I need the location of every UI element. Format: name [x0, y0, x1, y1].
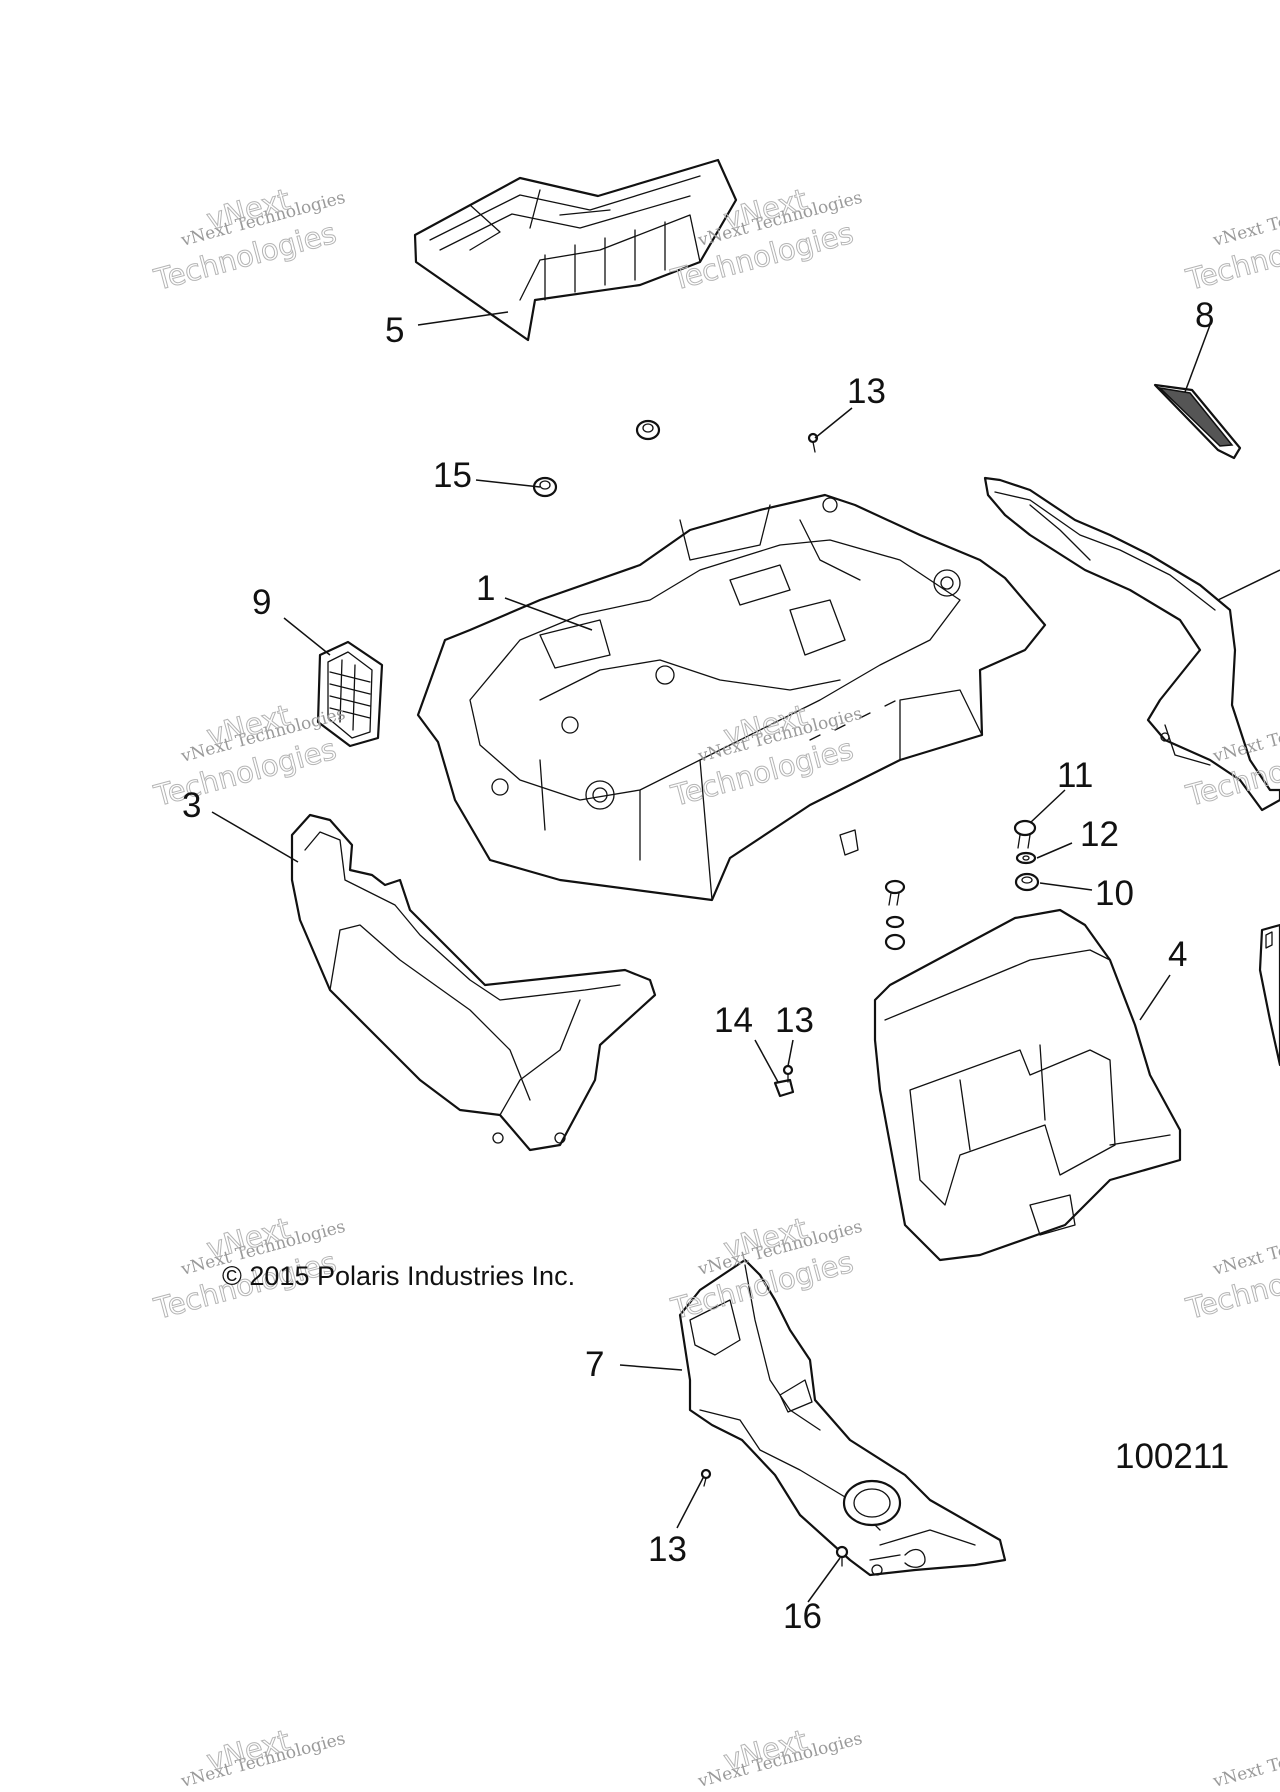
part-right-edge-partial: [1258, 923, 1280, 1067]
callout-7: 7: [585, 1345, 604, 1384]
callout-5: 5: [385, 311, 404, 350]
callout-15: 15: [433, 456, 472, 495]
grommet-15a: [635, 419, 661, 441]
copyright-text: © 2015 Polaris Industries Inc.: [222, 1261, 575, 1291]
watermark-12: vNext Technologies: [1210, 1729, 1280, 1792]
clip-set-left: [884, 879, 906, 951]
callout-13-bottom: 13: [648, 1530, 687, 1569]
part-8-clip: [1153, 383, 1242, 460]
screw-13-top: [807, 432, 819, 453]
callout-11: 11: [1057, 756, 1093, 795]
callout-3: 3: [182, 786, 201, 825]
part-5-tray: [413, 158, 738, 342]
figure-number: 100211: [1115, 1437, 1229, 1476]
clip-11: [1013, 819, 1037, 849]
part-right-fender: [983, 476, 1280, 812]
callout-12: 12: [1080, 815, 1119, 854]
part-1-main-tub: [416, 493, 1047, 902]
callout-16: 16: [783, 1597, 822, 1636]
svg-text:vNext Technologies: vNext Technologies: [1210, 1729, 1280, 1792]
screw-16: [835, 1545, 849, 1567]
callout-13-top: 13: [847, 372, 886, 411]
callout-1: 1: [476, 569, 495, 608]
part-7-bracket: [678, 1258, 1007, 1577]
part-4-floor-panel: [873, 908, 1182, 1262]
callout-13-mid: 13: [775, 1001, 814, 1040]
callout-8: 8: [1195, 296, 1214, 335]
clip-14: [773, 1078, 795, 1098]
nut-10: [1014, 872, 1040, 892]
part-3-side-panel: [290, 813, 657, 1152]
callout-10: 10: [1095, 874, 1134, 913]
washer-12: [1015, 851, 1037, 865]
part-9-grille: [316, 640, 384, 748]
leader-lines: [211, 311, 1211, 1603]
callout-4: 4: [1168, 935, 1187, 974]
screw-13-bottom: [700, 1468, 712, 1487]
callout-14: 14: [714, 1001, 753, 1040]
callout-9: 9: [252, 583, 271, 622]
